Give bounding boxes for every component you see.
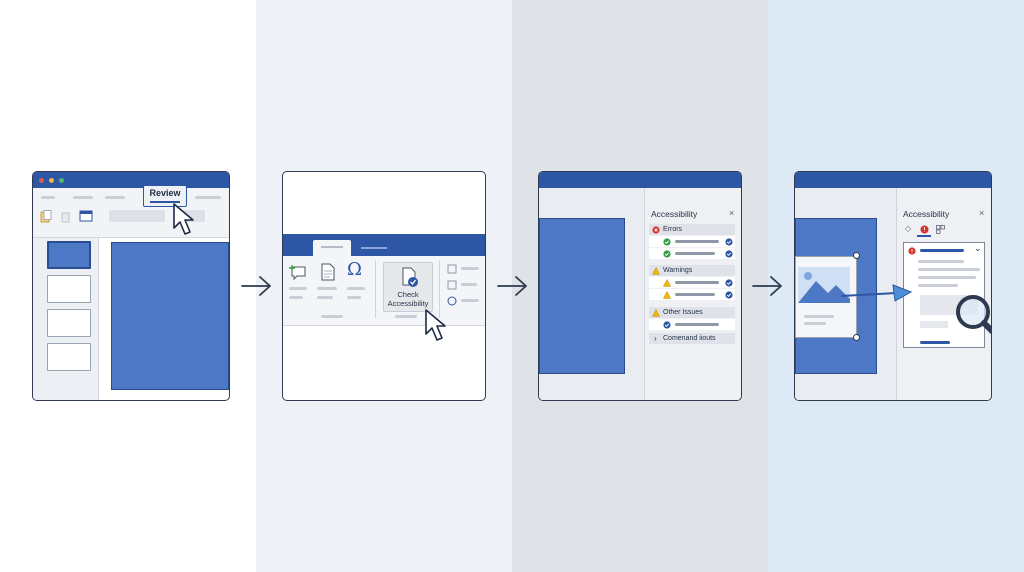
paste-icon[interactable] <box>40 210 52 223</box>
omega-icon[interactable]: Ω <box>347 259 362 280</box>
layout-icon[interactable] <box>79 210 93 222</box>
check-circle-icon <box>663 249 671 258</box>
issue-row[interactable] <box>649 289 735 300</box>
slide-thumbnail-pane <box>33 238 99 400</box>
minimize-dot[interactable] <box>49 178 54 183</box>
slide-thumbnail[interactable] <box>47 275 91 303</box>
close-icon[interactable]: × <box>979 208 985 218</box>
chevron-down-icon[interactable]: ⌄ <box>974 243 982 253</box>
slide-canvas[interactable] <box>111 242 229 390</box>
diamond-icon[interactable]: ◇ <box>905 224 912 233</box>
accessibility-pane: Accessibility × ◇ ⌄ <box>897 188 991 400</box>
compare-icon[interactable] <box>447 280 457 290</box>
review-tab-active[interactable] <box>313 240 351 256</box>
check-accessibility-button[interactable]: Check Accessibility <box>383 262 433 312</box>
errors-section-header[interactable]: Errors <box>649 224 735 235</box>
check-circle-icon <box>725 249 733 258</box>
window-titlebar <box>33 172 229 188</box>
accessibility-pane: Accessibility × Errors Warnings <box>645 188 741 400</box>
arrow-right-icon <box>752 276 782 296</box>
warning-icon <box>663 278 671 287</box>
track-icon[interactable] <box>447 264 457 274</box>
step-4-window: Accessibility × ◇ ⌄ <box>794 171 992 401</box>
cursor-icon <box>425 309 446 341</box>
window-titlebar <box>795 172 991 188</box>
arrow-right-icon <box>497 276 527 296</box>
check-circle-icon <box>663 320 671 329</box>
image-icon <box>798 267 850 303</box>
issue-row[interactable] <box>649 277 735 288</box>
issue-detail-card[interactable]: ⌄ <box>903 242 985 348</box>
maximize-dot[interactable] <box>59 178 64 183</box>
command-section-header[interactable]: › Comenand iiouts <box>649 333 735 344</box>
window-titlebar <box>539 172 741 188</box>
check-circle-icon <box>725 237 733 246</box>
section-label: Warnings <box>663 267 693 274</box>
grid-icon[interactable] <box>936 225 945 234</box>
warning-icon <box>652 266 660 275</box>
slide-thumbnail[interactable] <box>47 241 91 269</box>
protect-icon[interactable] <box>447 296 457 306</box>
slide-area <box>795 188 897 400</box>
error-icon <box>652 225 660 234</box>
apply-fix-button[interactable] <box>920 321 948 328</box>
fix-arrow-icon <box>840 284 913 302</box>
selected-image[interactable] <box>795 256 857 338</box>
review-tab[interactable]: Review <box>143 185 187 207</box>
cursor-icon <box>173 203 194 235</box>
section-label: Errors <box>663 226 683 233</box>
ribbon <box>33 188 229 238</box>
resize-handle[interactable] <box>853 252 860 259</box>
close-dot[interactable] <box>39 178 44 183</box>
issue-row[interactable] <box>649 319 735 330</box>
warnings-section-header[interactable]: Warnings <box>649 265 735 276</box>
check-circle-icon <box>725 290 733 299</box>
step-1-window: Review <box>32 171 230 401</box>
slide-thumbnail[interactable] <box>47 343 91 371</box>
check-circle-icon <box>663 237 671 246</box>
step-3-window: Accessibility × Errors Warnings <box>538 171 742 401</box>
slide-thumbnail[interactable] <box>47 309 91 337</box>
close-icon[interactable]: × <box>729 208 735 218</box>
chevron-right-icon: › <box>654 334 657 343</box>
pane-title: Accessibility <box>903 209 950 219</box>
section-label: Comenand iiouts <box>663 335 716 342</box>
error-icon[interactable] <box>920 225 929 234</box>
magnifier-icon <box>956 295 991 335</box>
new-comment-icon[interactable] <box>289 264 307 281</box>
section-label: Other Issues <box>663 309 703 316</box>
issue-row[interactable] <box>649 248 735 259</box>
slide-area <box>539 188 645 400</box>
check-accessibility-label: Check Accessibility <box>387 290 429 308</box>
check-circle-icon <box>725 278 733 287</box>
copy-icon[interactable] <box>60 210 72 223</box>
error-icon <box>908 247 916 255</box>
issue-row[interactable] <box>649 236 735 247</box>
slide-canvas[interactable] <box>539 218 625 374</box>
review-tab-label: Review <box>149 188 181 198</box>
check-accessibility-icon <box>402 267 418 287</box>
arrow-right-icon <box>241 276 271 296</box>
other-issues-section-header[interactable]: Other Issues <box>649 307 735 318</box>
warning-icon <box>652 308 660 317</box>
resize-handle[interactable] <box>853 334 860 341</box>
warning-icon <box>663 290 671 299</box>
document-icon[interactable] <box>321 263 335 281</box>
pane-title: Accessibility <box>651 209 698 219</box>
step-2-window: Ω Check Accessibility <box>282 171 486 401</box>
ribbon-tab-bar <box>283 234 485 256</box>
